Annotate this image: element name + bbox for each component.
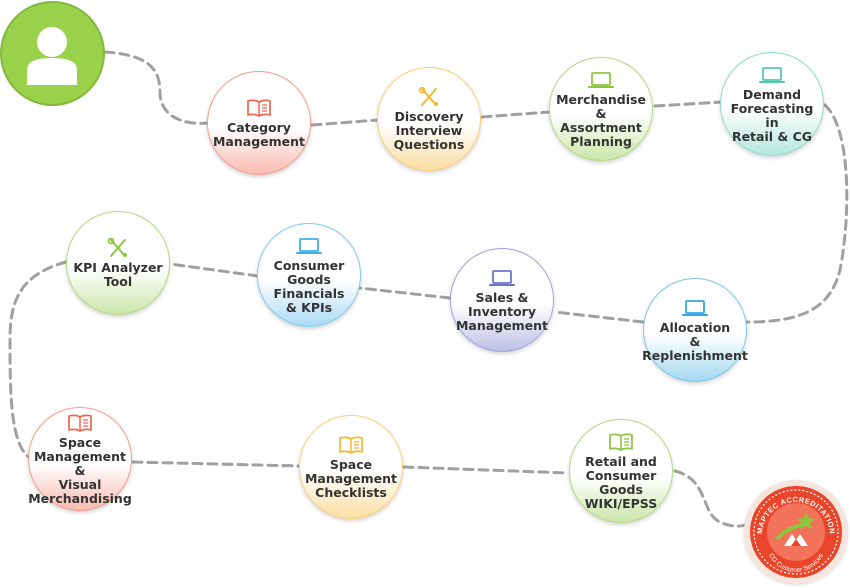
node-consumer-goods-financials[interactable]: Consumer Goods Financials & KPIs	[257, 223, 361, 327]
star-icon	[796, 512, 816, 530]
node-space-management-checklists[interactable]: Space Management Checklists	[299, 415, 403, 519]
user-icon	[27, 27, 77, 85]
node-label: Demand Forecasting in Retail & CG	[730, 86, 814, 144]
book-icon	[246, 98, 272, 118]
book-icon	[338, 435, 364, 455]
node-label: Category Management	[212, 119, 305, 149]
laptop-icon	[682, 298, 708, 318]
node-label: Space Management & Visual Merchandising	[28, 434, 132, 506]
node-label: Retail and Consumer Goods WIKI/EPSS	[584, 453, 658, 511]
connector-consumer-kpi	[168, 262, 260, 278]
accreditation-badge: MAPTEC ACCREDITATION CG Customer Service…	[744, 480, 848, 584]
laptop-icon	[296, 236, 322, 256]
connector-category-discovery	[310, 118, 380, 127]
node-kpi-analyzer-tool[interactable]: KPI Analyzer Tool	[66, 211, 170, 315]
node-category-management[interactable]: Category Management	[207, 71, 311, 175]
node-label: Discovery Interview Questions	[393, 108, 465, 152]
node-label: Merchandise & Assortment Planning	[556, 91, 646, 149]
connector-checklists-wiki	[402, 465, 570, 475]
node-label: Consumer Goods Financials & KPIs	[273, 257, 345, 315]
connector-discovery-merchandise	[480, 110, 552, 119]
node-label: Sales & Inventory Management	[455, 289, 548, 333]
book-icon	[608, 432, 634, 452]
connector-allocation-sales	[553, 310, 645, 324]
accreditation-seal: MAPTEC ACCREDITATION CG Customer Service…	[750, 486, 842, 578]
node-allocation-replenishment[interactable]: Allocation & Replenishment	[642, 278, 748, 382]
node-demand-forecasting[interactable]: Demand Forecasting in Retail & CG	[720, 52, 824, 156]
connector-sales-consumer	[358, 286, 452, 300]
laptop-icon	[759, 65, 785, 85]
connector-wiki-badge	[673, 469, 752, 528]
laptop-icon	[489, 268, 515, 288]
node-sales-inventory-management[interactable]: Sales & Inventory Management	[450, 248, 554, 352]
node-label: KPI Analyzer Tool	[73, 259, 163, 289]
laptop-icon	[588, 70, 614, 90]
connector-kpi-space	[8, 260, 68, 460]
node-space-management-visual[interactable]: Space Management & Visual Merchandising	[28, 407, 132, 511]
tools-icon	[105, 237, 131, 258]
connector-merchandise-demand	[653, 100, 724, 108]
node-merchandise-assortment-planning[interactable]: Merchandise & Assortment Planning	[549, 57, 653, 161]
connector-space-checklists	[131, 460, 302, 468]
node-label: Allocation & Replenishment	[642, 319, 748, 363]
book-icon	[67, 413, 93, 433]
connector-start-category	[103, 50, 209, 125]
user-avatar-node	[0, 1, 105, 106]
node-retail-cg-wiki[interactable]: Retail and Consumer Goods WIKI/EPSS	[569, 419, 673, 523]
badge-inner-disc	[767, 503, 825, 561]
node-label: Space Management Checklists	[304, 456, 397, 500]
connector-demand-allocation	[745, 103, 849, 324]
node-discovery-interview-questions[interactable]: Discovery Interview Questions	[377, 67, 481, 171]
tools-icon	[416, 86, 442, 107]
